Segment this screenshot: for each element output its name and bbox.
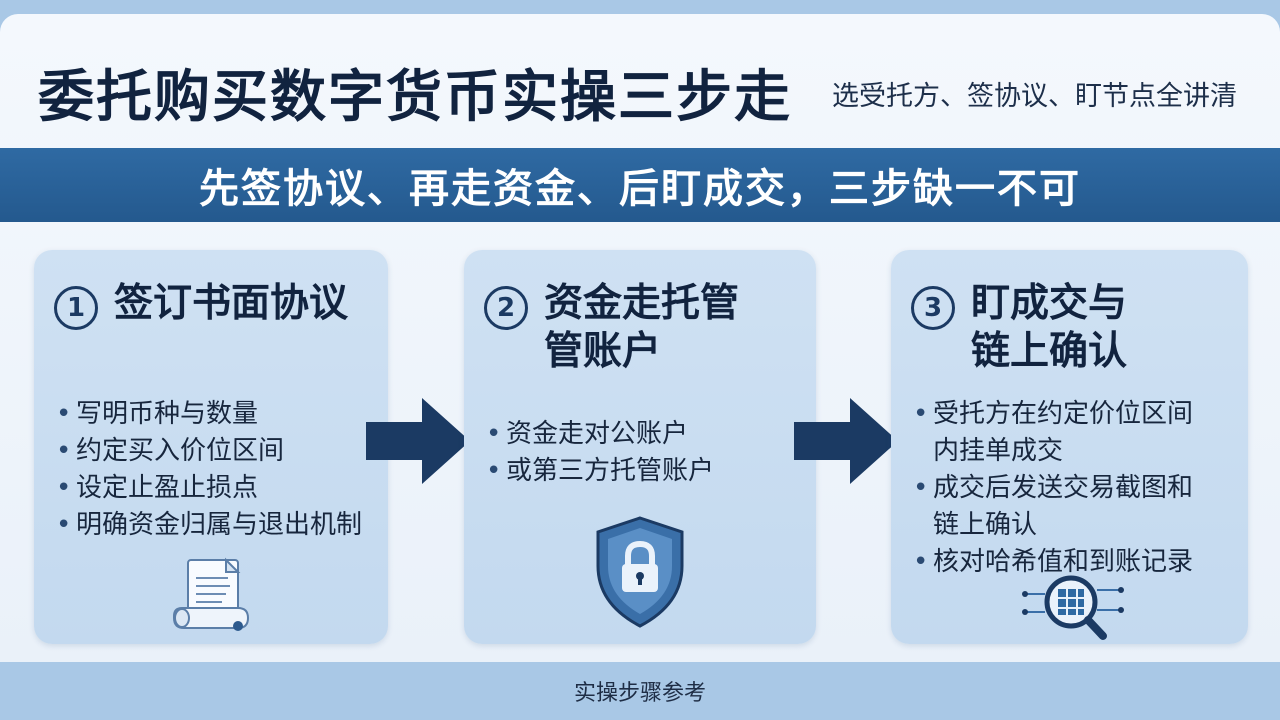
- step-title-line: 管账户: [544, 329, 662, 374]
- step-title-line: 签订书面协议: [114, 281, 349, 326]
- list-item-line: 核对哈希值和到账记录: [933, 547, 1194, 577]
- list-item-line: 成交后发送交易截图和: [933, 473, 1194, 503]
- summary-banner: 先签协议、再走资金、后盯成交，三步缺一不可: [0, 148, 1280, 222]
- banner-text: 先签协议、再走资金、后盯成交，三步缺一不可: [199, 166, 1081, 212]
- list-item-line: 内挂单成交: [933, 436, 1064, 466]
- list-item: 成交后发送交易截图和 链上确认: [913, 470, 1193, 544]
- header: 委托购买数字货币实操三步走 选受托方、签协议、盯节点全讲清: [0, 30, 1280, 146]
- step-bullet-list: 受托方在约定价位区间 内挂单成交 成交后发送交易截图和 链上确认 核对哈希值和到…: [913, 396, 1193, 581]
- step-number-badge: 3: [911, 286, 955, 330]
- step-title: 盯成交与 链上确认: [971, 280, 1127, 376]
- list-item: 明确资金归属与退出机制: [56, 507, 362, 544]
- step-title: 签订书面协议: [114, 280, 348, 328]
- list-item-line: 链上确认: [933, 510, 1038, 540]
- list-item: 设定止盈止损点: [56, 470, 362, 507]
- step-card-2: 2 资金走托管 管账户 资金走对公账户 或第三方托管账户: [464, 250, 816, 644]
- step-title-line: 链上确认: [971, 329, 1128, 374]
- list-item: 约定买入价位区间: [56, 433, 362, 470]
- arrow-right-icon: [366, 398, 470, 484]
- shield-lock-icon: [596, 516, 684, 628]
- list-item-line: 受托方在约定价位区间: [933, 399, 1194, 429]
- page-subtitle: 选受托方、签协议、盯节点全讲清: [832, 81, 1237, 112]
- arrow-right-icon: [794, 398, 898, 484]
- step-card-1: 1 签订书面协议 写明币种与数量 约定买入价位区间 设定止盈止损点 明确资金归属…: [34, 250, 388, 644]
- step-title-line: 盯成交与: [971, 281, 1128, 326]
- step-bullet-list: 写明币种与数量 约定买入价位区间 设定止盈止损点 明确资金归属与退出机制: [56, 396, 362, 544]
- list-item: 受托方在约定价位区间 内挂单成交: [913, 396, 1193, 470]
- step-number-badge: 2: [484, 286, 528, 330]
- page-title: 委托购买数字货币实操三步走: [38, 65, 792, 130]
- list-item: 核对哈希值和到账记录: [913, 544, 1193, 581]
- list-item: 资金走对公账户: [486, 416, 714, 453]
- list-item: 写明币种与数量: [56, 396, 362, 433]
- footer-caption: 实操步骤参考: [573, 681, 706, 706]
- step-bullet-list: 资金走对公账户 或第三方托管账户: [486, 416, 714, 490]
- step-card-3: 3 盯成交与 链上确认 受托方在约定价位区间 内挂单成交 成交后发送交易截图和 …: [891, 250, 1248, 644]
- step-number-badge: 1: [54, 286, 98, 330]
- blockchain-search-icon: [1022, 575, 1124, 640]
- list-item: 或第三方托管账户: [486, 453, 714, 490]
- footer: 实操步骤参考: [0, 662, 1280, 720]
- document-scroll-icon: [173, 557, 250, 631]
- step-title: 资金走托管 管账户: [544, 280, 739, 376]
- step-title-line: 资金走托管: [544, 281, 740, 326]
